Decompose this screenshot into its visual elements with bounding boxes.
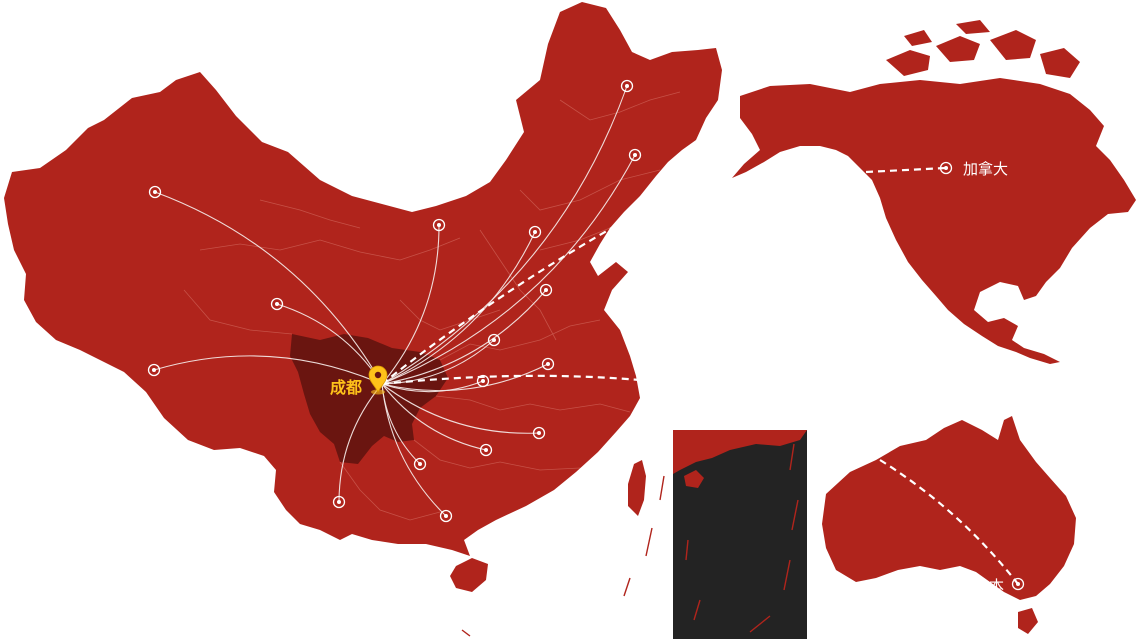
south-china-sea-inset xyxy=(673,430,807,639)
route-line xyxy=(381,224,440,385)
destination-marker-icon[interactable] xyxy=(270,297,284,311)
inset-coastline xyxy=(673,430,807,474)
destination-marker-icon[interactable] xyxy=(532,426,546,440)
destination-marker-icon[interactable] xyxy=(539,283,553,297)
tasmania-island xyxy=(1018,608,1038,634)
province-boundaries xyxy=(183,91,681,521)
destination-marker-icon[interactable] xyxy=(939,161,953,175)
route-line xyxy=(381,85,628,385)
route-line xyxy=(381,383,447,517)
destination-marker-icon[interactable] xyxy=(479,443,493,457)
destination-marker-icon[interactable] xyxy=(1011,577,1025,591)
inset-dashed-boundaries xyxy=(685,443,799,633)
destination-marker-icon[interactable] xyxy=(147,363,161,377)
destination-label-canada: 加拿大 xyxy=(963,160,1009,178)
route-line xyxy=(381,231,536,385)
route-line xyxy=(381,383,540,434)
destination-marker-icon[interactable] xyxy=(628,148,642,162)
destination-marker-icon[interactable] xyxy=(487,333,501,347)
destination-marker-icon[interactable] xyxy=(528,225,542,239)
china-landmass xyxy=(4,2,722,556)
destination-marker-icon[interactable] xyxy=(413,457,427,471)
destination-label-australia: 本 xyxy=(989,577,1005,595)
arctic-islands xyxy=(886,20,1080,78)
sea-dashed-boundaries xyxy=(461,475,665,637)
international-route-line xyxy=(381,211,641,385)
north-america-landmass xyxy=(732,78,1136,364)
destination-marker-icon[interactable] xyxy=(476,374,490,388)
route-line xyxy=(381,363,549,392)
map-pin-icon[interactable] xyxy=(368,365,388,395)
route-line xyxy=(381,154,636,385)
route-line xyxy=(153,355,383,385)
destination-marker-icon[interactable] xyxy=(332,495,346,509)
hainan-island xyxy=(450,558,488,592)
destination-marker-icon[interactable] xyxy=(541,357,555,371)
destination-marker-icon[interactable] xyxy=(439,509,453,523)
route-line xyxy=(154,191,383,385)
destination-marker-icon[interactable] xyxy=(148,185,162,199)
taiwan-island xyxy=(628,460,646,516)
destination-markers xyxy=(147,79,1025,591)
origin-label: 成都 xyxy=(330,378,363,397)
destination-marker-icon[interactable] xyxy=(432,218,446,232)
international-route-line xyxy=(381,374,641,386)
international-route-line xyxy=(865,166,947,174)
route-line xyxy=(381,380,484,393)
route-line xyxy=(381,383,487,451)
international-routes xyxy=(381,166,1019,585)
route-line xyxy=(338,383,383,503)
route-lines xyxy=(153,85,636,517)
destination-marker-icon[interactable] xyxy=(620,79,634,93)
route-line xyxy=(381,289,547,385)
australia-landmass xyxy=(822,416,1076,600)
inset-island xyxy=(684,470,704,488)
